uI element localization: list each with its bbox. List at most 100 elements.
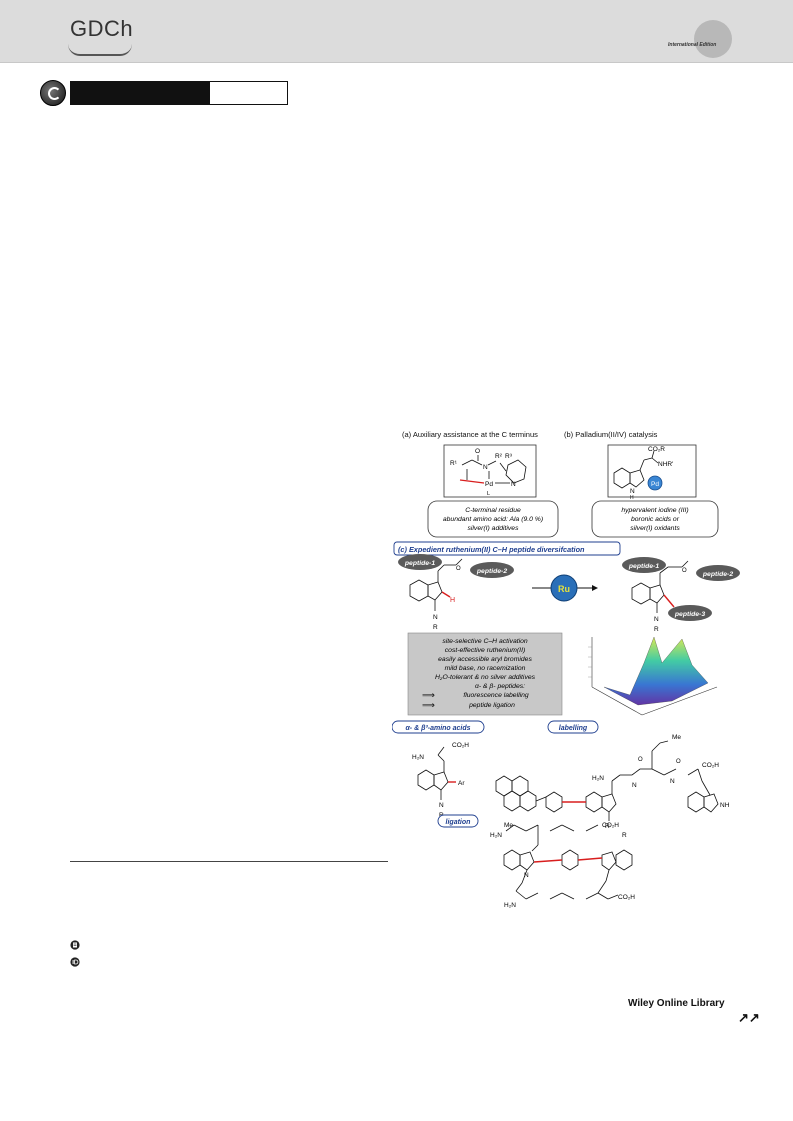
product-red-bond [663,594,675,608]
product-peptide-2: peptide-2 [702,571,733,578]
ligation-red-bond-1 [533,859,563,863]
footnote-rule [70,861,388,862]
panel-a-o: O [475,448,480,455]
feature-3: easily accessible aryl bromides [438,656,532,663]
panel-b-note-2: boronic acids or [631,516,680,523]
ligation-me: Me [504,822,513,829]
start-r-label: R [433,624,438,631]
start-peptide-1-oval [398,554,442,570]
panel-a-structure-box [443,444,537,498]
ligation-h2n-bottom: H₂N [504,902,516,909]
panel-b-structure [613,450,659,489]
start-indole-structure [409,558,463,611]
labelling-n1: N [632,782,637,789]
panel-b-note-1: hypervalent iodine (III) [621,507,688,514]
labelling-o1: O [638,757,643,763]
ligation-h2n-top: H₂N [490,832,502,839]
panel-a-note-3: silver(I) additives [468,525,520,532]
product-peptide-3-oval [668,605,712,621]
ligation-r: R [622,832,627,839]
start-o-label: O [456,566,461,572]
labelling-tag [547,720,599,734]
edition-circle-icon [694,20,732,58]
panel-b-pd: Pd [651,481,659,488]
panel-a-notes-box [427,500,559,538]
graphical-abstract: (a) Auxiliary assistance at the C termin… [391,425,772,915]
labelling-o2: O [676,759,681,765]
section-heading-fill [71,82,210,104]
amino-acid-structure [417,746,449,800]
panel-b-pd-badge [647,475,663,491]
section-bullet-icon [40,80,66,106]
product-o-label: O [682,568,687,574]
ligation-red-bond-2 [577,857,603,861]
gdch-logo: GDCh [70,16,134,41]
product-indole-structure [631,560,689,613]
section-heading-bar [70,81,288,105]
journal-header: GDCh International Edition [0,0,793,63]
ru-label: Ru [558,584,570,594]
amino-h2n: H₂N [412,754,424,761]
panel-b-notes-box [591,500,719,538]
fluorescence-surface-plot [588,636,718,716]
panel-a-n2: N [511,481,516,488]
ligation-structure [503,824,633,900]
panel-b-nhr: NHR' [658,461,673,468]
ligation-tag [437,814,479,828]
wiley-arrows-icon: ↗↗ [738,1010,760,1025]
panel-a-r3: R³ [505,453,513,460]
peptide-types: α- & β- peptides: [475,683,525,690]
application-1: fluorescence labelling [463,692,529,699]
panel-a-structure [461,455,527,484]
panel-a-red-bond [459,479,485,484]
panel-c-title: (c) Expedient ruthenium(II) C–H peptide … [398,545,585,554]
labelling-co2h: CO₂H [702,762,719,769]
panel-a-title: (a) Auxiliary assistance at the C termin… [402,430,538,439]
panel-a-r1: R¹ [450,460,458,467]
start-red-ch-bond [441,591,451,598]
panel-b-co2r: CO₂R [648,446,665,453]
panel-a-pd: Pd [485,481,493,488]
panel-a-l: L [487,491,490,497]
product-peptide-2-oval [696,565,740,581]
product-peptide-1: peptide-1 [628,563,659,570]
graphical-abstract-svg: (a) Auxiliary assistance at the C termin… [391,430,740,909]
start-n-label: N [433,614,438,621]
orcid-icon[interactable] [70,957,80,967]
amino-acids-label: α- & β³-amino acids [405,725,470,732]
product-r-label: R [654,626,659,633]
start-h-label: H [450,597,455,604]
reaction-arrowhead-icon [592,585,598,591]
labelling-n2: N [670,778,675,785]
ligation-label: ligation [446,819,471,826]
ligation-co2h-bottom: CO₂H [618,894,635,901]
panel-b-title: (b) Palladium(II/IV) catalysis [564,430,658,439]
logo-arc-icon [68,44,132,56]
labelling-me: Me [672,734,681,741]
ru-badge [550,574,578,602]
amino-acids-tag [391,720,485,734]
feature-1: site-selective C–H activation [442,638,528,645]
ligation-nh: N [524,872,529,879]
feature-5: H₂O-tolerant & no silver additives [435,674,536,681]
application-2: peptide ligation [468,702,515,709]
product-peptide-3: peptide-3 [674,611,705,618]
labelling-r: R [605,823,610,830]
panel-b-nh: N [630,488,635,495]
panel-a-r2: R² [495,453,503,460]
panel-b-note-3: silver(I) oxidants [630,525,680,532]
labelling-label: labelling [559,725,588,732]
features-box [407,632,563,716]
panel-b-h: H [630,495,634,501]
start-peptide-2-oval [470,562,514,578]
amino-n: N [439,802,444,809]
ligation-co2h-top: CO₂H [602,822,619,829]
implies-arrow-1-icon: ⟹ [422,690,435,700]
wiley-online-library-logo: Wiley Online Library [628,998,725,1009]
feature-2: cost-effective ruthenium(II) [445,647,525,654]
edition-label: International Edition [668,42,717,48]
panel-c-title-box [393,541,621,556]
amino-co2h: CO₂H [452,742,469,749]
panel-a-note-1: C-terminal residue [465,507,521,514]
supporting-info-icon[interactable] [70,940,80,950]
